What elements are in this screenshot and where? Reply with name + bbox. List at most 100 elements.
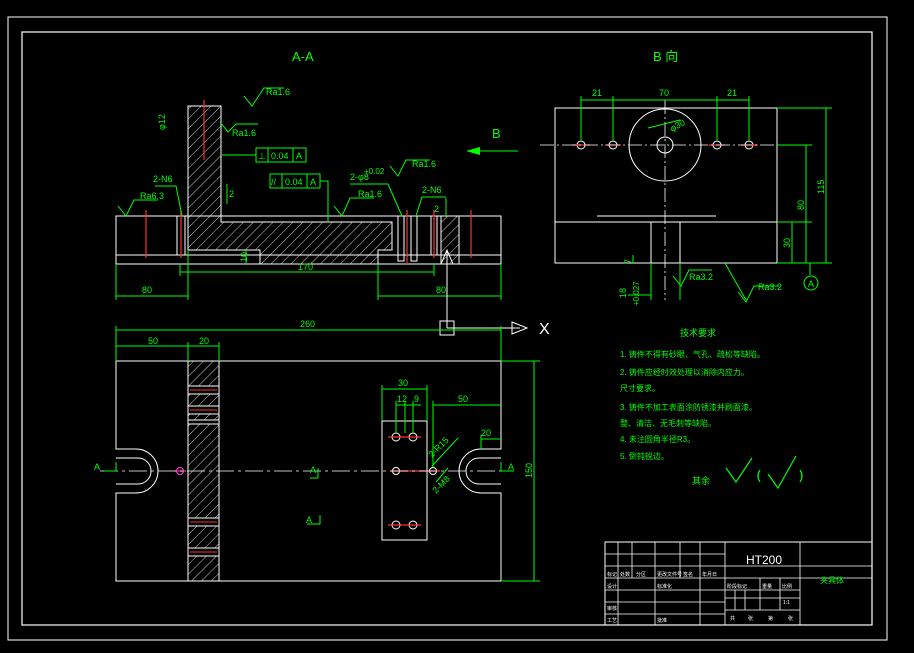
holes-mid: 2-φ8 [350, 172, 369, 182]
inner-border [21, 31, 873, 626]
gdt-frame-perpendicularity: ⊥ 0.04 A [222, 147, 307, 163]
svg-text:A: A [296, 151, 302, 161]
plan-clamp-block [381, 420, 428, 541]
tb-s3: 比例 [782, 583, 792, 590]
section-red-centerlines [145, 100, 472, 264]
b-ra-bottom2: Ra3.2 [758, 282, 782, 292]
b-ra-bottom1: Ra3.2 [689, 272, 713, 282]
tech-req-title: 技术要求 [680, 327, 716, 338]
tb-h1: 标记 [607, 571, 617, 578]
b-dim-30: 30 [782, 238, 792, 248]
section-mark-mid1: A [310, 465, 316, 475]
tech-req-item-7: 5. 倒钝锐边。 [620, 451, 669, 461]
leader-2-phi8 [350, 183, 403, 217]
view-arrow-b-head [466, 147, 480, 155]
tb-s5: 共 [730, 615, 735, 622]
b-dia-center: φ30 [668, 117, 687, 134]
hole-tolerance: +0.02 [364, 167, 385, 176]
leader-2n6-left [155, 185, 183, 217]
tb-r4: 工艺 [607, 618, 617, 624]
b-dim-7: 7 [623, 259, 633, 264]
section-mark-mid2: A [306, 515, 312, 525]
tech-req-item-2: 2. 铸件应经时效处理以消除内应力。 [620, 367, 749, 377]
tb-s7: 第 [768, 615, 773, 622]
view-b-title: B 向 [653, 49, 678, 64]
b-dim-115: 115 [816, 180, 826, 194]
dim-10: 10 [239, 252, 249, 262]
plan-dim-150: 150 [524, 463, 534, 478]
tb-s8: 张 [788, 615, 793, 622]
dim-80b: 80 [436, 285, 446, 295]
plan-strip-red-lines [190, 389, 217, 553]
b-dim-80: 80 [796, 200, 806, 210]
view-b-dimension-lines [580, 96, 832, 300]
plan-dimension-lines [115, 326, 540, 582]
tb-h6: 年月日 [702, 571, 717, 578]
tb-r3: 审核 [607, 605, 617, 612]
ucs-icon [439, 248, 529, 336]
axis-label-x: X [539, 321, 550, 338]
ra-left: Ra6.3 [140, 191, 164, 201]
plan-view: A A A A 260 [94, 319, 540, 582]
b-dim-21b: 21 [727, 88, 737, 98]
ra-mid: Ra1.6 [358, 189, 382, 199]
tb-h2: 处数 [620, 571, 630, 578]
leader-2n6-right [415, 196, 446, 217]
plan-dim-260: 260 [300, 319, 315, 329]
tb-s6: 张 [748, 615, 753, 622]
svg-text:A: A [310, 177, 316, 187]
title-block: HT200 夹具体 标记 处数 分区 更改文件号 签名 年月日 设计 标准化 审… [604, 541, 873, 626]
holes-left: 2-N6 [153, 174, 173, 184]
callout-2-m8: 2-M8 [430, 474, 452, 496]
view-b-ra-symbols [672, 262, 779, 303]
technical-requirements: 技术要求 1. 铸件不得有砂眼、气孔、疏松等缺陷。 2. 铸件应经时效处理以消除… [620, 327, 803, 490]
view-b: 21 70 21 φ30 115 80 30 7 18 +0.027 Ra3.2… [540, 88, 832, 306]
ra-top: Ra1.6 [266, 87, 290, 97]
plan-dim-9: 9 [414, 394, 419, 404]
dim-2b: 2 [434, 204, 439, 214]
tb-r2: 标准化 [657, 583, 672, 590]
material: HT200 [746, 553, 782, 567]
tech-req-item-5: 整、清洁、无毛刺等缺陷。 [620, 418, 716, 428]
surface-finish-symbols [117, 87, 430, 217]
section-dimension-lines [115, 184, 502, 300]
outer-border [7, 16, 888, 641]
ra-right: Ra1.6 [412, 159, 436, 169]
dim-170: 170 [298, 262, 313, 272]
part-name: 夹具体 [820, 575, 844, 585]
b-dim-70: 70 [659, 88, 669, 98]
datum-a: A [808, 279, 814, 289]
b-dim-21a: 21 [592, 88, 602, 98]
plan-clamp-holes [391, 432, 437, 530]
tb-s1: 阶段标记 [727, 583, 747, 590]
holes-right: 2-N6 [422, 185, 442, 195]
gdt-frame-parallelism: // 0.04 A [269, 173, 329, 222]
tb-h3: 分区 [636, 571, 646, 578]
rest-label: 其余 [692, 475, 710, 486]
section-marks [104, 462, 514, 525]
tb-r5: 批准 [657, 617, 667, 624]
datum-a-bubble [803, 275, 819, 291]
plan-dim-20b: 20 [481, 428, 491, 438]
svg-text://: // [271, 177, 277, 187]
tb-h4: 更改文件号 [657, 571, 682, 578]
callout-2-r15: 2-R15 [426, 435, 450, 459]
section-mark-right: A [508, 462, 514, 472]
dia-top: φ12 [157, 114, 167, 130]
plan-dim-50a: 50 [148, 336, 158, 346]
svg-text:0.04: 0.04 [271, 151, 289, 161]
plan-dim-50b: 50 [458, 394, 468, 404]
plan-dim-12: 12 [397, 394, 407, 404]
tech-req-item-3: 尺寸要求。 [620, 383, 660, 393]
b-tol-18: +0.027 [632, 281, 641, 306]
rest-surface-symbols [725, 455, 803, 490]
b-dim-18: 18 [618, 288, 628, 298]
plan-dim-30: 30 [398, 378, 408, 388]
tech-req-item-6: 4. 未注圆角半径R3。 [620, 434, 695, 444]
plan-dim-20a: 20 [199, 336, 209, 346]
section-view-a-a: Ra1.6 Ra1.6 Ra6.3 Ra1.6 Ra1.6 2-N6 2-N6 … [115, 87, 550, 338]
tb-h5: 签名 [683, 571, 693, 578]
section-hatch-main [187, 105, 393, 265]
plan-pin-left [176, 467, 184, 475]
